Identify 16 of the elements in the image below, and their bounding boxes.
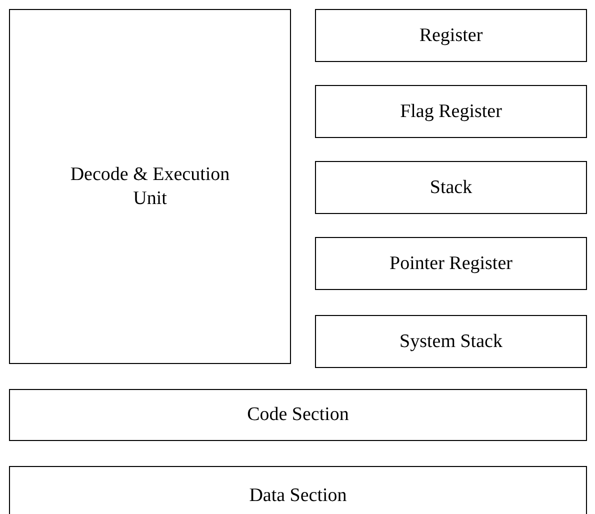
- block-box: [315, 161, 587, 214]
- block-box: [9, 389, 587, 441]
- block-label: Data Section: [249, 484, 347, 508]
- block-label: Code Section: [247, 403, 349, 427]
- block-box: [315, 237, 587, 290]
- block-box: [315, 315, 587, 368]
- block-box: [315, 9, 587, 62]
- block-label: Decode & Execution Unit: [69, 162, 231, 210]
- block-label: Register: [419, 24, 483, 48]
- block-box: [9, 9, 291, 364]
- block-label: Flag Register: [400, 100, 502, 124]
- block-label: Pointer Register: [390, 252, 512, 276]
- block-box: [9, 466, 587, 514]
- block-label: System Stack: [400, 330, 502, 354]
- block-box: [315, 85, 587, 138]
- block-label: Stack: [430, 176, 472, 200]
